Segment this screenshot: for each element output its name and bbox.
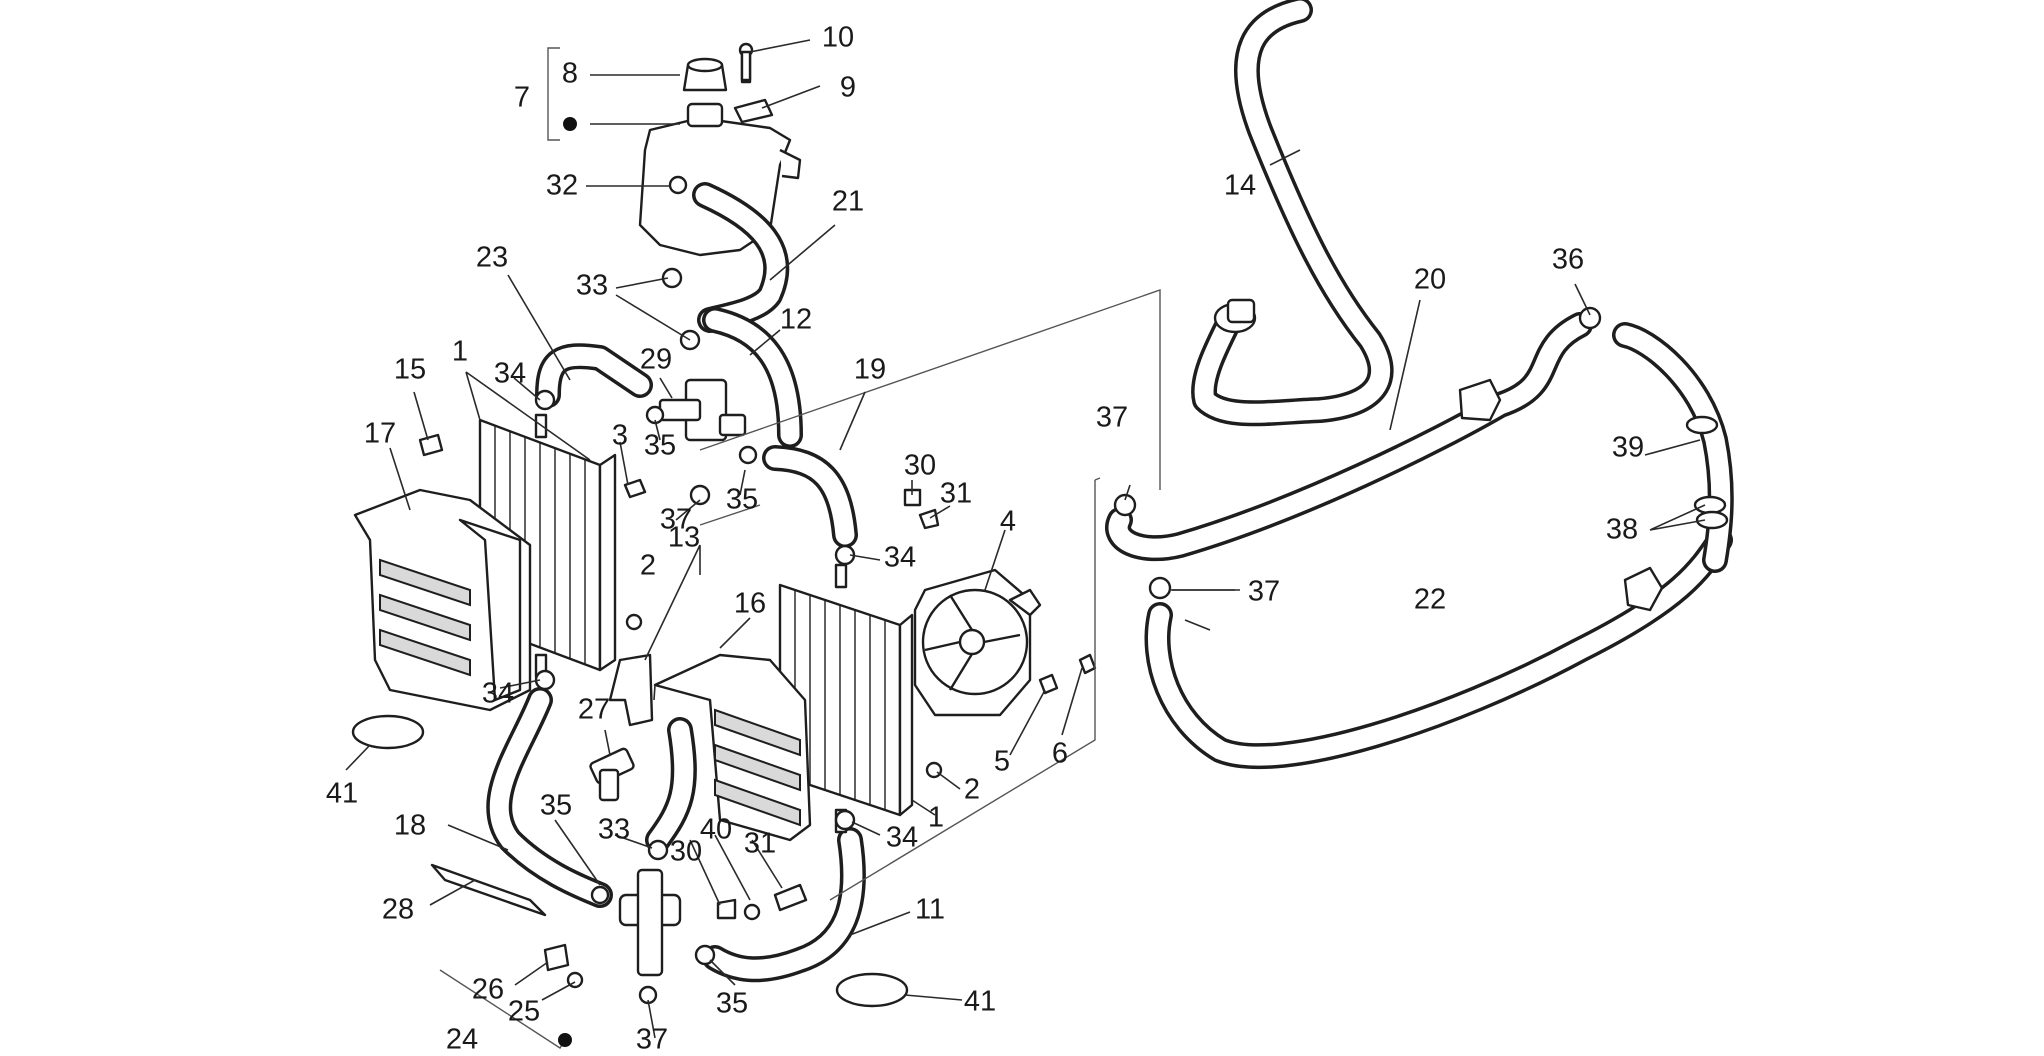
callout-31: 31 <box>939 477 973 510</box>
callout-33: 33 <box>597 813 631 846</box>
cooling-fan <box>913 568 1042 717</box>
callout-41: 41 <box>325 777 359 810</box>
callout-21: 21 <box>831 185 865 218</box>
callout-13: 13 <box>667 521 701 554</box>
callout-4: 4 <box>999 505 1017 538</box>
group-brackets <box>439 47 1161 1049</box>
callout-25: 25 <box>507 995 541 1028</box>
callout-1: 1 <box>451 335 469 368</box>
hoses <box>486 0 1734 983</box>
callout-37: 37 <box>1247 575 1281 608</box>
left-shroud <box>353 488 532 712</box>
small-parts <box>351 50 1602 1008</box>
callout-34: 34 <box>883 541 917 574</box>
callout-8: 8 <box>561 57 579 90</box>
callout-3: 3 <box>611 419 629 452</box>
callout-6: 6 <box>1051 737 1069 770</box>
callout-15: 15 <box>393 353 427 386</box>
callout-27: 27 <box>577 693 611 726</box>
callout-38: 38 <box>1605 513 1639 546</box>
callout-18: 18 <box>393 809 427 842</box>
callout-29: 29 <box>639 343 673 376</box>
callout-35: 35 <box>539 789 573 822</box>
callout-20: 20 <box>1413 263 1447 296</box>
callout-12: 12 <box>779 303 813 336</box>
callout-35: 35 <box>725 483 759 516</box>
callout-5: 5 <box>993 745 1011 778</box>
callout-37: 37 <box>1095 401 1129 434</box>
callout-37: 37 <box>659 503 693 536</box>
callout-11: 11 <box>914 893 946 926</box>
callout-35: 35 <box>715 987 749 1020</box>
callout-40: 40 <box>699 813 733 846</box>
callout-24: 24 <box>445 1023 479 1056</box>
callout-35: 35 <box>643 429 677 462</box>
callout-2: 2 <box>639 549 657 582</box>
callout-31: 31 <box>743 827 777 860</box>
callout-16: 16 <box>733 587 767 620</box>
callout-17: 17 <box>363 417 397 450</box>
callout-37: 37 <box>635 1023 669 1056</box>
hose-flanges <box>1458 378 1729 612</box>
callout-2: 2 <box>963 773 981 806</box>
callout-10: 10 <box>821 21 855 54</box>
callout-14: 14 <box>1223 169 1257 202</box>
leader-lines <box>345 39 1706 1039</box>
callout-36: 36 <box>1551 243 1585 276</box>
callout-19: 19 <box>853 353 887 386</box>
callout-34: 34 <box>481 677 515 710</box>
callout-30: 30 <box>903 449 937 482</box>
callout-34: 34 <box>885 821 919 854</box>
callout-32: 32 <box>545 169 579 202</box>
callout-9: 9 <box>839 71 857 104</box>
callout-28: 28 <box>381 893 415 926</box>
callout-7: 7 <box>513 81 531 114</box>
callout-33: 33 <box>575 269 609 302</box>
callout-26: 26 <box>471 973 505 1006</box>
callout-22: 22 <box>1413 583 1447 616</box>
callout-39: 39 <box>1611 431 1645 464</box>
callout-1: 1 <box>927 801 945 834</box>
callout-41: 41 <box>963 985 997 1018</box>
callout-23: 23 <box>475 241 509 274</box>
callout-30: 30 <box>669 835 703 868</box>
callout-34: 34 <box>493 357 527 390</box>
right-shroud <box>653 653 812 842</box>
